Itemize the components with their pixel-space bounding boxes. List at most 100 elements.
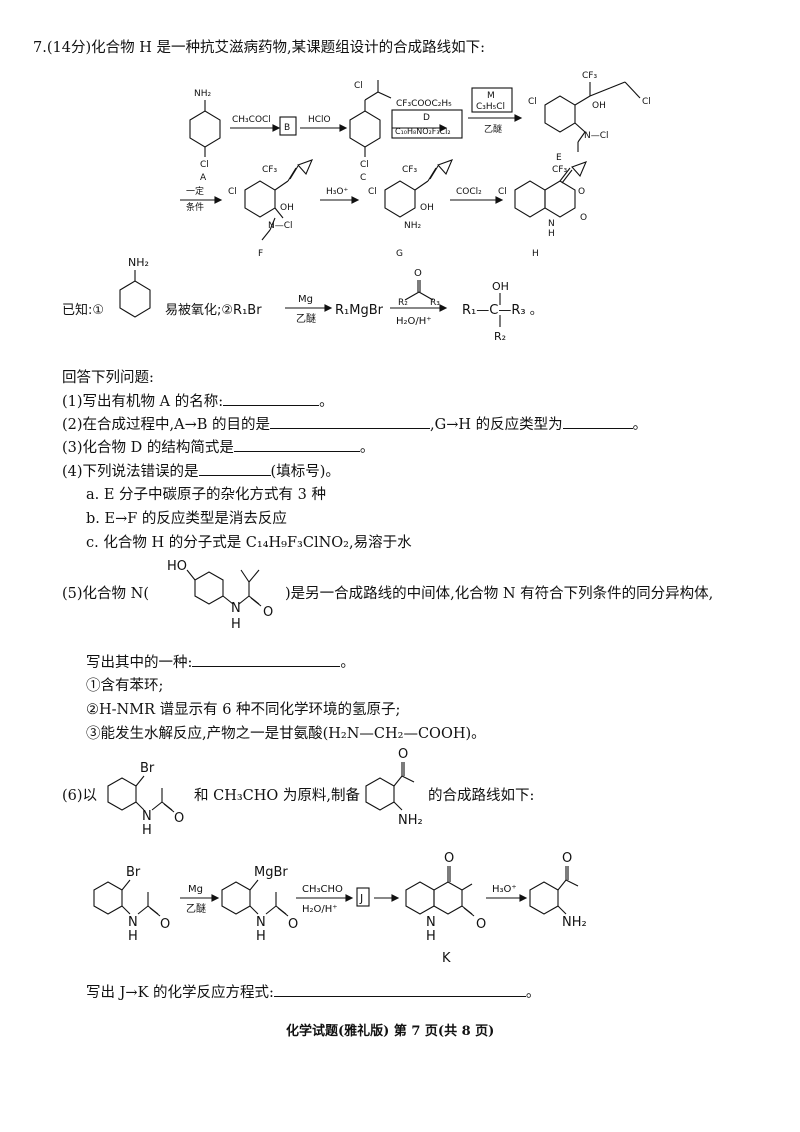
q3-end: 。 <box>359 440 375 456</box>
compound-N-structure: HO N H O <box>167 559 273 632</box>
q2b-text: ,G→H 的反应类型为 <box>430 417 563 433</box>
q6r-n1: N <box>128 915 138 930</box>
q2b-blank[interactable] <box>562 414 633 429</box>
q6r-mg: Mg <box>188 884 203 895</box>
q6-h: H <box>142 823 152 838</box>
known-prefix: 已知:① <box>62 302 104 318</box>
q2a-blank[interactable] <box>270 414 431 429</box>
q5-cond1: ①含有苯环; <box>86 678 164 694</box>
reagent-cf3cooc2h5: CF₃COOC₂H₅ <box>396 99 452 109</box>
C-label: C <box>360 173 366 183</box>
G-oh: OH <box>420 203 434 213</box>
q6r-K: K <box>442 951 451 966</box>
answer-intro: 回答下列问题: <box>62 370 154 386</box>
G-cl: Cl <box>368 187 377 197</box>
reagent-cocl2: COCl₂ <box>456 187 482 197</box>
E-cf3: CF₃ <box>582 71 597 81</box>
known-cond: H₂O/H⁺ <box>396 316 432 327</box>
q6r-mgbr: MgBr <box>254 865 288 880</box>
q6r-ether: 乙醚 <box>186 902 206 915</box>
q6c-text: 的合成路线如下: <box>428 788 535 804</box>
q6r-J[interactable]: J <box>359 892 363 905</box>
q4-end: (填标号)。 <box>270 464 340 480</box>
q6r-o2: O <box>288 917 298 932</box>
q6r-o3: O <box>476 917 486 932</box>
H-cf3: CF₃ <box>552 165 567 175</box>
A-cl-label: Cl <box>200 160 209 170</box>
known-r1cr3: R₁—C—R₃ 。 <box>462 303 543 318</box>
G-cf3: CF₃ <box>402 165 417 175</box>
q6r-h3: H <box>426 929 436 944</box>
G-nh2: NH₂ <box>404 221 422 231</box>
q6-starting-material: Br N H O <box>107 761 184 838</box>
E-oh: OH <box>592 101 606 111</box>
H-h: H <box>548 229 555 239</box>
q2-line: (2)在合成过程中,A→B 的目的是 ,G→H 的反应类型为 。 <box>62 414 647 435</box>
q1-text: (1)写出有机物 A 的名称: <box>62 394 224 410</box>
q6-eq-blank[interactable] <box>273 982 526 997</box>
q5-cond3: ③能发生水解反应,产物之一是甘氨酸(H₂N—CH₂—COOH)。 <box>86 726 486 742</box>
q6r-p-o: O <box>562 851 572 866</box>
q6r-br: Br <box>126 865 141 880</box>
q6r-o1: O <box>160 917 170 932</box>
q3-text: (3)化合物 D 的结构简式是 <box>62 440 234 456</box>
q1-line: (1)写出有机物 A 的名称: 。 <box>62 391 334 412</box>
q5-ho: HO <box>167 559 187 574</box>
H-o2: O <box>580 213 587 223</box>
reagent-ether: 乙醚 <box>484 123 502 135</box>
F-oh: OH <box>280 203 294 213</box>
known-o: O <box>414 268 422 279</box>
q2a-text: (2)在合成过程中,A→B 的目的是 <box>62 417 271 433</box>
G-label: G <box>396 249 403 259</box>
q6-eq-text: 写出 J→K 的化学反应方程式: <box>86 985 274 1001</box>
q5c-end: 。 <box>340 655 355 671</box>
synthesis-route-row1: NH₂ Cl A CH₃COCl B HClO Cl Cl C CF₃COOC₂… <box>62 71 651 340</box>
q6-target-o: O <box>398 747 408 762</box>
q3-blank[interactable] <box>233 437 360 452</box>
q6r-h3o: H₃O⁺ <box>492 884 517 895</box>
M-label: M <box>487 91 495 101</box>
E-ncl: N—Cl <box>584 131 609 141</box>
D-label: D <box>423 113 430 123</box>
cond-tiaojian: 条件 <box>186 201 204 213</box>
reagent-h3o: H₃O⁺ <box>326 187 348 197</box>
q5c-text: 写出其中的一种: <box>86 655 193 671</box>
q5a-text: (5)化合物 N( <box>62 586 149 602</box>
q5-n: N <box>231 601 241 616</box>
known-r2: R₂ <box>398 298 408 308</box>
q2-end: 。 <box>632 417 648 433</box>
q6-n: N <box>142 809 152 824</box>
q6b-text: 和 CH₃CHO 为原料,制备 <box>194 788 361 804</box>
q6r-n2: N <box>256 915 266 930</box>
H-label: H <box>532 249 539 259</box>
q4-text: (4)下列说法错误的是 <box>62 464 199 480</box>
question-header: 7.(14分)化合物 H 是一种抗艾滋病药物,某课题组设计的合成路线如下: <box>33 40 485 56</box>
q1-blank[interactable] <box>223 391 320 406</box>
C-cl2-label: Cl <box>360 160 369 170</box>
q6r-h2: H <box>256 929 266 944</box>
E-label: E <box>556 153 562 163</box>
q6-br: Br <box>140 761 155 776</box>
q6-eq-line: 写出 J→K 的化学反应方程式: 。 <box>86 982 540 1003</box>
known-r2b: R₂ <box>494 330 506 340</box>
F-label: F <box>258 249 263 259</box>
intermediate-B: B <box>284 123 290 133</box>
q6r-ch3cho: CH₃CHO <box>302 884 343 895</box>
q6r-h1: H <box>128 929 138 944</box>
q6-target-product: O NH₂ <box>365 747 423 826</box>
q5-h: H <box>231 617 241 632</box>
q6a-text: (6)以 <box>62 788 98 804</box>
q5c-blank[interactable] <box>192 652 341 667</box>
q1-end: 。 <box>319 394 334 410</box>
H-o: O <box>578 187 585 197</box>
known-mg: Mg <box>298 294 313 305</box>
q3-line: (3)化合物 D 的结构简式是 。 <box>62 437 374 458</box>
reagent-ch3cocl: CH₃COCl <box>232 115 271 125</box>
F-cf3: CF₃ <box>262 165 277 175</box>
q6-eq-end: 。 <box>525 985 541 1001</box>
q4-option-a: a. E 分子中碳原子的杂化方式有 3 种 <box>86 487 326 503</box>
E-cl2: Cl <box>642 97 651 107</box>
q6-o: O <box>174 811 184 826</box>
q5c-line: 写出其中的一种: 。 <box>86 652 355 673</box>
q4-blank[interactable] <box>198 461 271 476</box>
